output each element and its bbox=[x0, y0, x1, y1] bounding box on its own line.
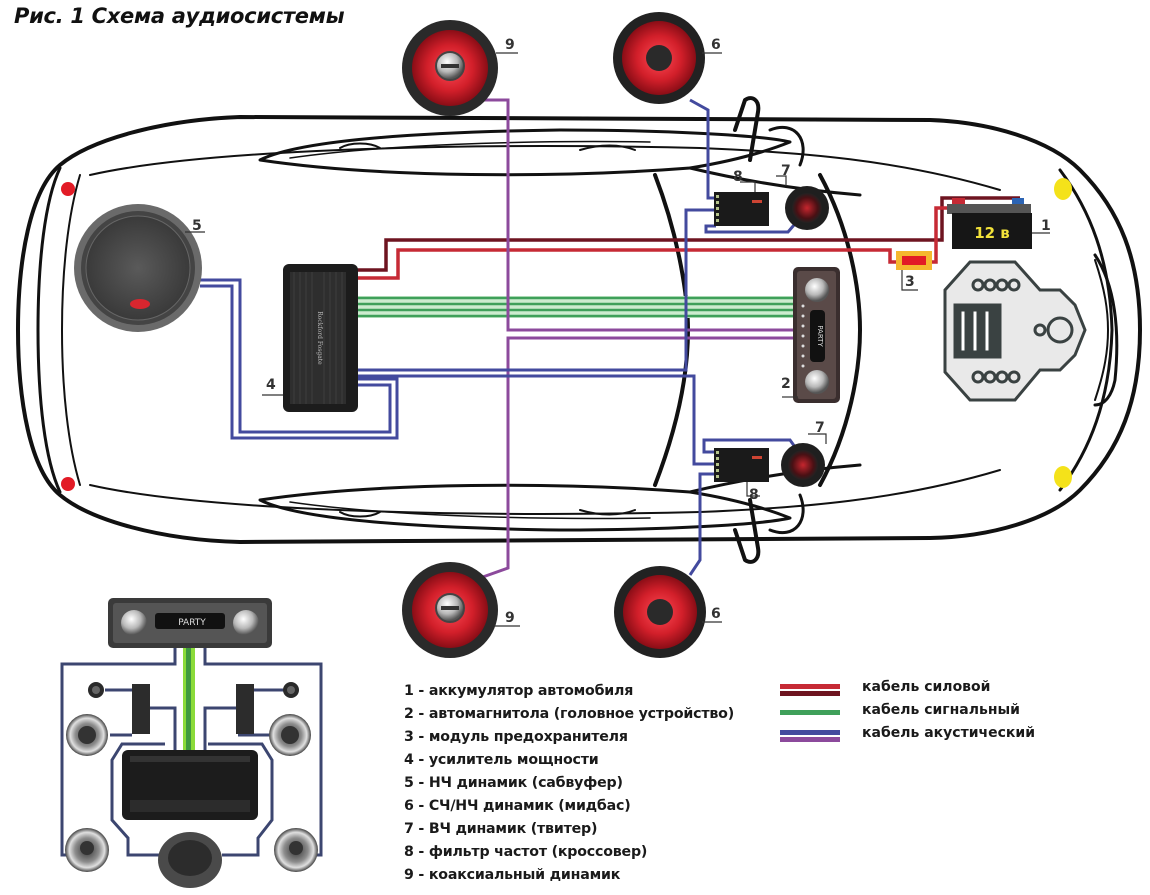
battery-voltage: 12 в bbox=[974, 224, 1010, 242]
inset-wiring-diagram: PARTY bbox=[60, 598, 323, 888]
label-coaxial-top: 9 bbox=[505, 37, 515, 53]
cable-legend-signal: кабель сигнальный bbox=[780, 701, 1060, 724]
taillight-bottom bbox=[61, 477, 75, 491]
tweeter-top bbox=[785, 186, 829, 230]
midbass-speaker-bottom bbox=[614, 566, 706, 658]
label-subwoofer: 5 bbox=[192, 218, 202, 234]
amplifier: Rockford Fosgate bbox=[283, 264, 358, 412]
cable-legend: кабель силовой кабель сигнальный кабель … bbox=[780, 678, 1060, 747]
legend-item: 2 - автомагнитола (головное устройство) bbox=[404, 706, 734, 722]
legend-item: 7 - ВЧ динамик (твитер) bbox=[404, 821, 598, 837]
cable-legend-label: кабель акустический bbox=[862, 725, 1036, 741]
headlight-top bbox=[1054, 178, 1072, 200]
legend-item: 8 - фильтр частот (кроссовер) bbox=[404, 844, 648, 860]
coaxial-speaker-bottom bbox=[402, 562, 498, 658]
crossover-top bbox=[714, 192, 769, 226]
legend-item: 6 - СЧ/НЧ динамик (мидбас) bbox=[404, 798, 631, 814]
label-coaxial-bottom: 9 bbox=[505, 610, 515, 626]
label-crossover-bottom: 8 bbox=[749, 487, 759, 503]
inset-head-unit-display: PARTY bbox=[178, 618, 206, 628]
label-battery: 1 bbox=[1041, 218, 1051, 234]
label-tweeter-top: 7 bbox=[781, 163, 791, 179]
callouts bbox=[185, 52, 1050, 627]
subwoofer bbox=[74, 204, 202, 332]
crossover-bottom bbox=[714, 448, 769, 482]
acoustic-cable-swatch bbox=[780, 730, 840, 742]
signal-cable bbox=[356, 296, 801, 318]
label-head-unit: 2 bbox=[781, 376, 791, 392]
coaxial-speaker-top bbox=[402, 20, 498, 116]
legend-item: 1 - аккумулятор автомобиля bbox=[404, 683, 634, 699]
label-crossover-top: 8 bbox=[733, 169, 743, 185]
cable-legend-power: кабель силовой bbox=[780, 678, 1060, 701]
component-legend: 1 - аккумулятор автомобиля 2 - автомагни… bbox=[404, 680, 734, 887]
taillight-top bbox=[61, 182, 75, 196]
cable-legend-label: кабель силовой bbox=[862, 679, 991, 695]
legend-item: 3 - модуль предохранителя bbox=[404, 729, 628, 745]
legend-item: 5 - НЧ динамик (сабвуфер) bbox=[404, 775, 623, 791]
legend-item: 4 - усилитель мощности bbox=[404, 752, 599, 768]
head-unit-display: PARTY bbox=[816, 325, 824, 347]
label-midbass-top: 6 bbox=[711, 37, 721, 53]
power-cable-swatch bbox=[780, 684, 840, 696]
headlight-bottom bbox=[1054, 466, 1072, 488]
midbass-speaker-top bbox=[613, 12, 705, 104]
legend-item: 9 - коаксиальный динамик bbox=[404, 867, 621, 883]
label-fuse: 3 bbox=[905, 274, 915, 290]
label-tweeter-bottom: 7 bbox=[815, 420, 825, 436]
figure-title: Рис. 1 Схема аудиосистемы bbox=[14, 4, 345, 28]
svg-text:Rockford Fosgate: Rockford Fosgate bbox=[316, 311, 323, 365]
battery: 12 в bbox=[947, 198, 1032, 249]
label-amplifier: 4 bbox=[266, 377, 276, 393]
tweeter-bottom bbox=[781, 443, 825, 487]
cable-legend-label: кабель сигнальный bbox=[862, 702, 1020, 718]
acoustic-cable-blue bbox=[200, 98, 802, 576]
fuse-module bbox=[896, 251, 932, 270]
signal-cable-swatch bbox=[780, 710, 840, 715]
engine bbox=[943, 260, 1087, 402]
cable-legend-acoustic: кабель акустический bbox=[780, 724, 1060, 747]
label-midbass-bottom: 6 bbox=[711, 606, 721, 622]
acoustic-cable-purple bbox=[479, 98, 801, 580]
head-unit: PARTY bbox=[793, 267, 840, 403]
